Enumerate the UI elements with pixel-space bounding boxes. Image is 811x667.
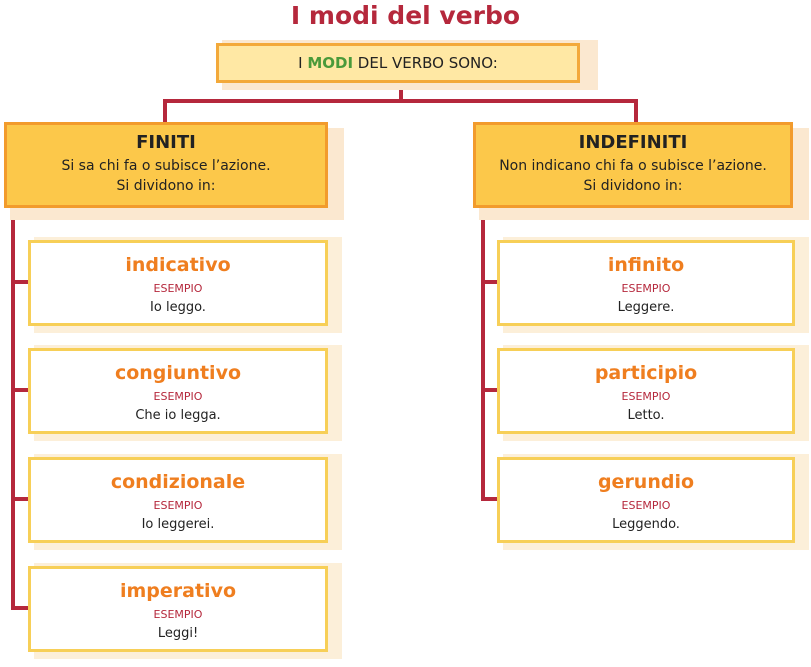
mode-name: indicativo (125, 254, 231, 276)
branch-horizontal-line (163, 99, 638, 103)
finiti-connector (11, 606, 31, 610)
root-highlight: MODI (307, 54, 354, 72)
example-text: Leggendo. (612, 517, 680, 532)
finiti-connector (11, 280, 31, 284)
indefiniti-connector (481, 388, 501, 392)
indefiniti-trunk-line (481, 206, 485, 501)
card-congiuntivo: congiuntivo ESEMPIO Che io legga. (28, 348, 328, 434)
example-text: Che io legga. (135, 408, 221, 423)
finiti-description: Si sa chi fa o subisce l’azione. (61, 158, 271, 174)
example-text: Letto. (627, 408, 665, 423)
finiti-box: FINITI Si sa chi fa o subisce l’azione. … (4, 122, 328, 208)
indefiniti-connector (481, 280, 501, 284)
diagram-title: I modi del verbo (290, 1, 521, 30)
mode-name: condizionale (110, 471, 246, 493)
example-text: Leggere. (617, 300, 675, 315)
mode-name: infinito (607, 254, 685, 276)
example-label: ESEMPIO (621, 499, 671, 512)
mode-name: congiuntivo (114, 362, 242, 384)
finiti-trunk-line (11, 206, 15, 610)
example-label: ESEMPIO (153, 390, 203, 403)
mode-name: participio (594, 362, 698, 384)
example-label: ESEMPIO (621, 282, 671, 295)
root-suffix: DEL VERBO SONO: (353, 54, 498, 72)
card-participio: participio ESEMPIO Letto. (497, 348, 795, 434)
root-stem-line (399, 83, 403, 102)
indefiniti-connector (481, 497, 501, 501)
finiti-connector (11, 388, 31, 392)
indefiniti-subtitle: Si dividono in: (583, 178, 683, 194)
example-label: ESEMPIO (153, 608, 203, 621)
root-prefix: I (298, 54, 308, 72)
example-label: ESEMPIO (621, 390, 671, 403)
card-gerundio: gerundio ESEMPIO Leggendo. (497, 457, 795, 543)
root-box: I MODI DEL VERBO SONO: (216, 43, 580, 83)
card-indicativo: indicativo ESEMPIO Io leggo. (28, 240, 328, 326)
finiti-subtitle: Si dividono in: (116, 178, 216, 194)
example-text: Io leggo. (150, 300, 206, 315)
branch-right-line (634, 99, 638, 124)
indefiniti-description: Non indicano chi fa o subisce l’azione. (499, 158, 767, 174)
indefiniti-title: INDEFINITI (578, 132, 688, 153)
example-text: Leggi! (157, 626, 199, 641)
branch-left-line (163, 99, 167, 124)
example-label: ESEMPIO (153, 282, 203, 295)
finiti-connector (11, 497, 31, 501)
mode-name: gerundio (597, 471, 695, 493)
example-label: ESEMPIO (153, 499, 203, 512)
mode-name: imperativo (119, 580, 237, 602)
finiti-title: FINITI (136, 132, 196, 153)
indefiniti-box: INDEFINITI Non indicano chi fa o subisce… (473, 122, 793, 208)
card-imperativo: imperativo ESEMPIO Leggi! (28, 566, 328, 652)
card-infinito: infinito ESEMPIO Leggere. (497, 240, 795, 326)
card-condizionale: condizionale ESEMPIO Io leggerei. (28, 457, 328, 543)
example-text: Io leggerei. (141, 517, 215, 532)
